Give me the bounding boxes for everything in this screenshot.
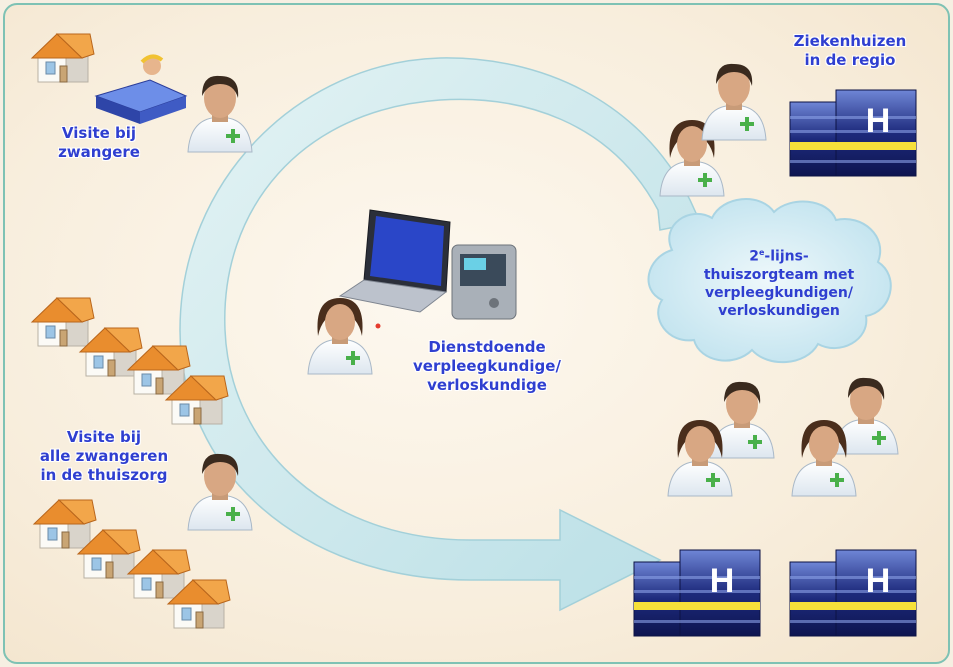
label-line: verpleegkundige/ [413, 357, 561, 375]
person-icon [307, 297, 373, 375]
house-icon [31, 33, 95, 83]
label-line: Visite bij [66, 428, 142, 446]
label-part: -lijns- [764, 248, 809, 265]
laptop-icon [338, 209, 451, 313]
cycle-arrow [179, 57, 702, 612]
label-line: 2e-lijns- [672, 244, 886, 266]
label-ziekenhuizen: Ziekenhuizen in de regio [770, 32, 930, 70]
label-visite-zwangere: Visite bij zwangere [40, 124, 158, 162]
label-line: in de thuiszorg [40, 466, 168, 484]
label-line: verloskundige [427, 376, 547, 394]
label-line: thuiszorgteam met [703, 266, 855, 283]
label-line: zwangere [58, 143, 140, 161]
label-dienstdoende: Dienstdoende verpleegkundige/ verloskund… [392, 338, 582, 395]
person-icon [187, 75, 253, 153]
label-line: alle zwangeren [39, 447, 169, 465]
hospital-icon [789, 549, 917, 637]
label-line: verpleegkundigen/ [704, 284, 854, 301]
label-superscript: e [758, 248, 765, 257]
label-line: Dienstdoende [428, 338, 546, 356]
label-line: Ziekenhuizen [793, 32, 907, 50]
house-icon [127, 549, 191, 599]
label-line: in de regio [804, 51, 896, 69]
label-line: Visite bij [61, 124, 137, 142]
house-icon [31, 297, 95, 347]
cloud-icon [647, 198, 892, 363]
house-icon [33, 499, 97, 549]
hospital-icon [789, 89, 917, 177]
label-thuiszorgteam: 2e-lijns- thuiszorgteam met verpleegkund… [672, 244, 886, 320]
monitor-icon [451, 244, 517, 320]
label-line: verloskundigen [718, 302, 840, 319]
hospital-icon [633, 549, 761, 637]
label-visite-alle: Visite bij alle zwangeren in de thuiszor… [18, 428, 190, 485]
person-icon [701, 63, 767, 141]
bed-icon [94, 54, 188, 124]
label-part: 2 [749, 248, 759, 265]
